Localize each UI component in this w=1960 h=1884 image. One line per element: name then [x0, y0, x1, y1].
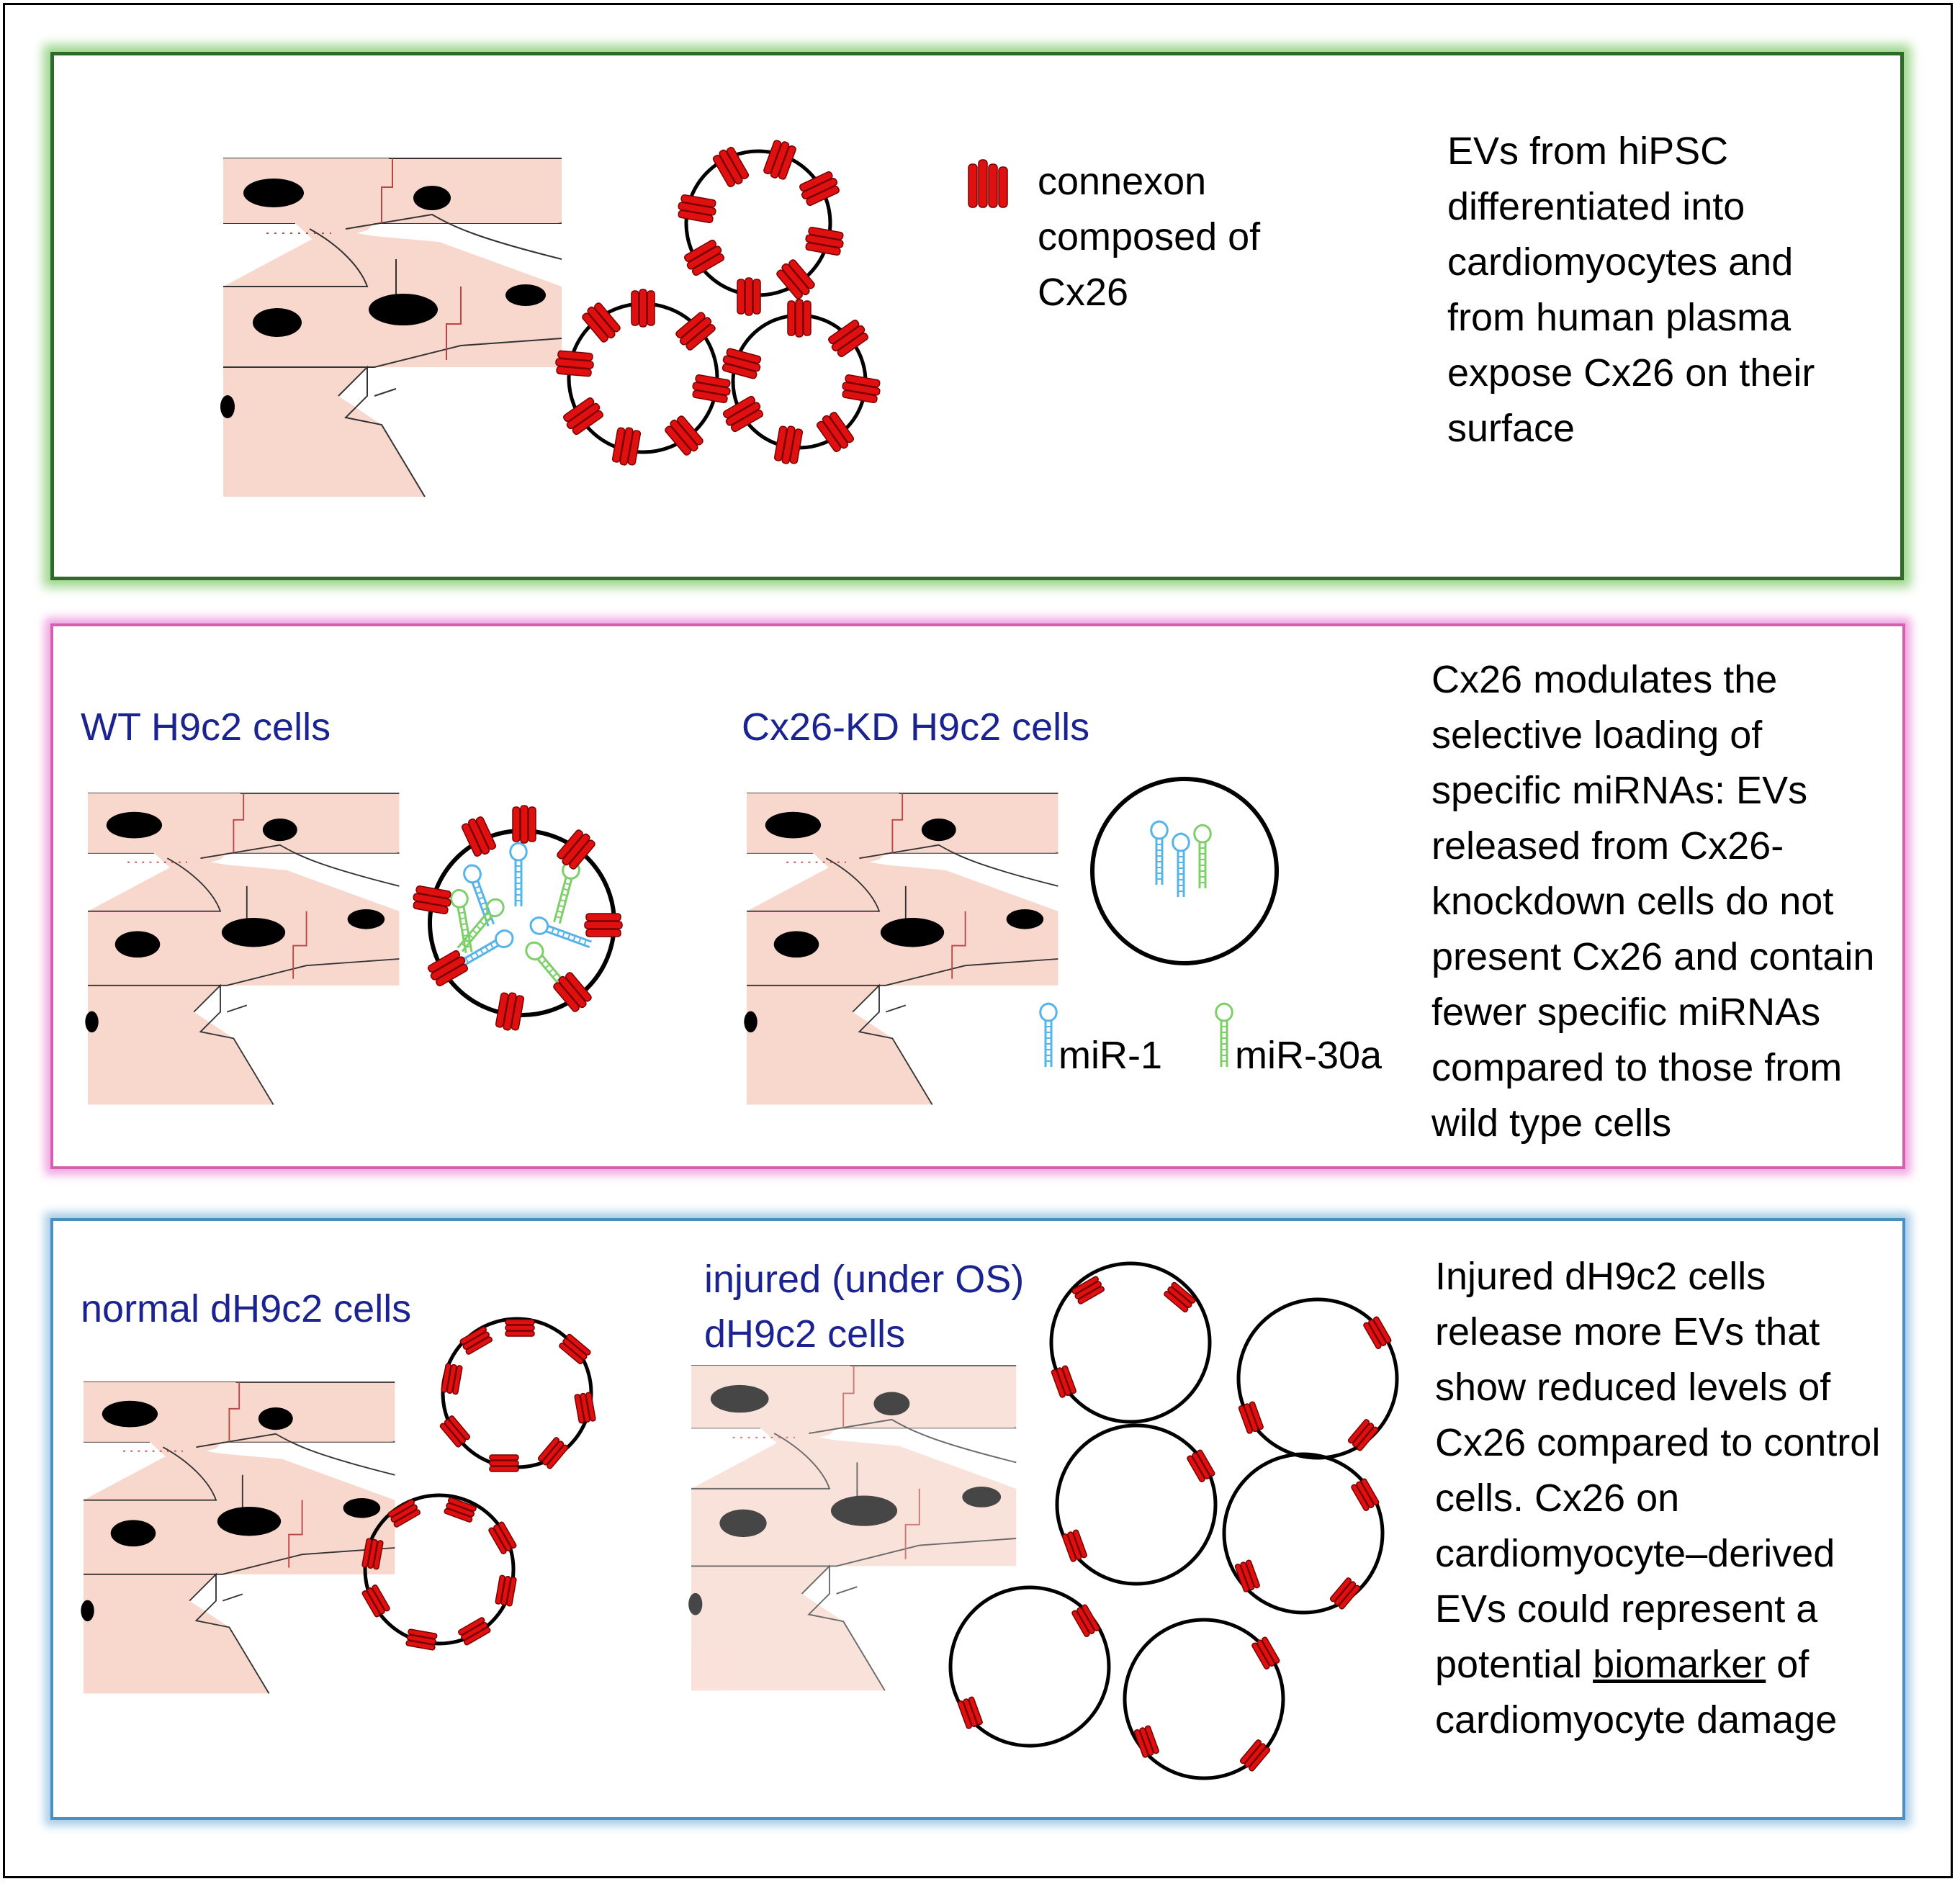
ev-vesicle — [554, 289, 733, 468]
ev-vesicle-sparse — [1055, 1423, 1218, 1586]
mir1-legend-icon — [1039, 1002, 1058, 1068]
ev-vesicle — [439, 1317, 597, 1472]
cardiomyocyte-cluster — [743, 793, 1059, 1106]
kd-cells-label: Cx26-KD H9c2 cells — [742, 706, 1090, 749]
panel1-description: EVs from hiPSC differentiated into cardi… — [1447, 130, 1815, 450]
ev-vesicle-sparse — [1236, 1297, 1399, 1460]
panel3-description-end: of cardiomyocyte damage — [1435, 1643, 1838, 1741]
ev-vesicle-sparse — [948, 1585, 1111, 1748]
ev-vesicle — [361, 1493, 518, 1651]
cardiomyocyte-cluster — [80, 1382, 396, 1695]
cardiomyocyte-cluster — [84, 793, 400, 1106]
cardiomyocyte-cluster — [220, 158, 562, 497]
ev-vesicle-sparse — [1222, 1452, 1385, 1615]
panel2-description: Cx26 modulates the selective loading of … — [1431, 658, 1875, 1145]
ev-vesicle-loaded — [410, 805, 623, 1033]
ev-vesicle-sparse — [1123, 1618, 1285, 1780]
mir30a-legend-icon — [1215, 1002, 1233, 1068]
ev-vesicle-empty — [1090, 777, 1279, 965]
connexon-legend-label: connexon composed of Cx26 — [1038, 160, 1261, 314]
biomarker-term: biomarker — [1593, 1643, 1766, 1686]
wt-cells-label: WT H9c2 cells — [81, 706, 331, 749]
ev-vesicle — [719, 299, 883, 467]
injured-cardiomyocyte-cluster — [688, 1365, 1017, 1692]
figure-frame — [3, 3, 1953, 1878]
panel3-description-main: Injured dH9c2 cells release more EVs tha… — [1435, 1255, 1881, 1686]
ev-vesicle-sparse — [1049, 1261, 1212, 1424]
mir30a-legend-label: miR-30a — [1235, 1034, 1383, 1077]
mir1-legend-label: miR-1 — [1058, 1034, 1162, 1077]
ev-vesicle — [675, 138, 846, 316]
normal-cells-label: normal dH9c2 cells — [81, 1287, 412, 1330]
injured-cells-label: injured (under OS) dH9c2 cells — [704, 1258, 1025, 1356]
connexon-legend-icon — [968, 159, 1008, 208]
panel3-description: Injured dH9c2 cells release more EVs tha… — [1435, 1249, 1880, 1748]
